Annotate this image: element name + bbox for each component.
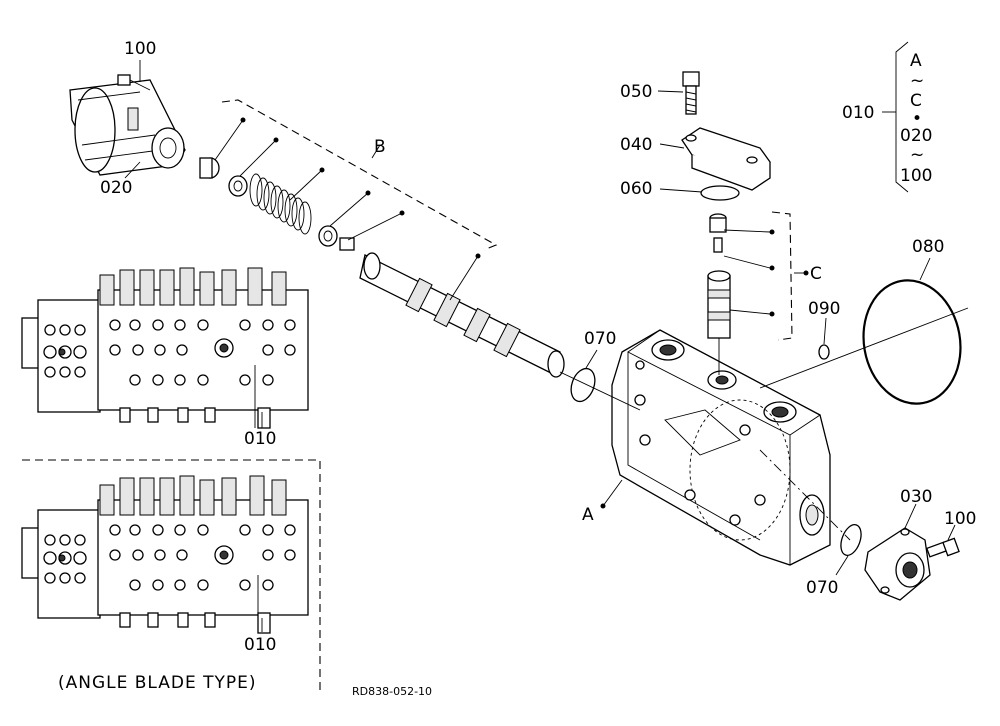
o-ring-060 xyxy=(700,185,740,201)
label-100-right: 100 xyxy=(944,509,976,529)
bolt-100-top xyxy=(117,74,151,91)
bracket-dot: • xyxy=(912,109,922,129)
control-valve-assembly-standard xyxy=(21,267,309,429)
angle-blade-caption: (ANGLE BLADE TYPE) xyxy=(58,673,257,693)
spool-cap-020 xyxy=(69,79,186,176)
label-050: 050 xyxy=(620,82,652,102)
label-080: 080 xyxy=(912,237,944,257)
o-ring-070-lower xyxy=(840,524,862,556)
bracket-tilde-1: ~ xyxy=(910,71,924,91)
bracket-label-020: 020 xyxy=(900,126,932,146)
label-c: C xyxy=(810,264,822,284)
bracket-b-leaders xyxy=(214,117,481,301)
label-100-top: 100 xyxy=(124,39,156,59)
o-ring-080 xyxy=(862,279,962,405)
valve-body-a xyxy=(611,329,831,566)
label-020: 020 xyxy=(100,178,132,198)
label-b: B xyxy=(374,137,386,157)
check-valve-set-c xyxy=(707,213,775,375)
label-010-bracket: 010 xyxy=(842,103,874,123)
bracket-b xyxy=(221,99,498,251)
label-070-lower: 070 xyxy=(806,578,838,598)
o-ring-070-upper xyxy=(570,367,596,403)
label-010-valve-1: 010 xyxy=(244,429,276,449)
flange-030 xyxy=(864,527,931,601)
bracket-label-c: C xyxy=(910,91,922,111)
leader-lines xyxy=(124,41,969,632)
label-040: 040 xyxy=(620,135,652,155)
cover-040 xyxy=(681,127,771,191)
label-a: A xyxy=(582,505,594,525)
label-030: 030 xyxy=(900,487,932,507)
bolt-100-right xyxy=(925,537,960,558)
label-090: 090 xyxy=(808,299,840,319)
label-010-valve-2: 010 xyxy=(244,635,276,655)
bolt-050 xyxy=(682,71,700,115)
drawing-code: RD838-052-10 xyxy=(352,685,432,698)
bracket-c xyxy=(771,211,793,341)
label-060: 060 xyxy=(620,179,652,199)
spool-parts-set-b xyxy=(199,157,565,378)
bracket-label-a: A xyxy=(910,51,922,71)
o-ring-090 xyxy=(818,344,830,360)
bracket-label-100: 100 xyxy=(900,166,932,186)
label-070-upper: 070 xyxy=(584,329,616,349)
control-valve-assembly-angle-blade xyxy=(21,475,309,634)
bracket-tilde-2: ~ xyxy=(910,145,924,165)
